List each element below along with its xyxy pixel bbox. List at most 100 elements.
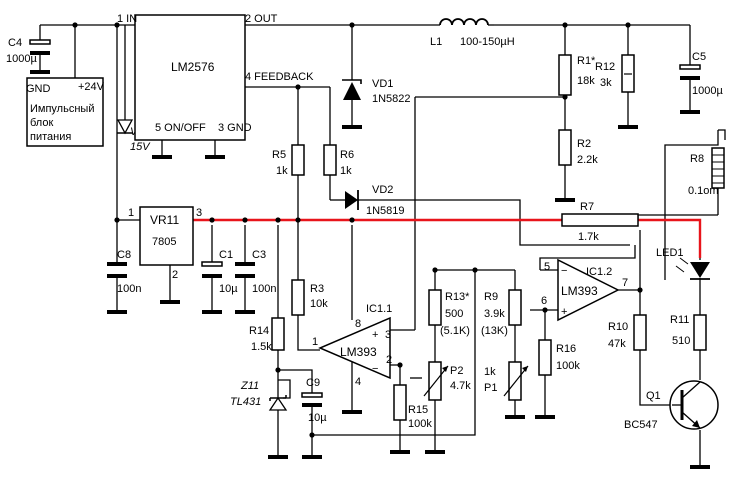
ground-icon — [342, 125, 362, 129]
resistor-coil-icon — [712, 154, 724, 184]
junction-dot — [275, 217, 281, 223]
ground-icon — [680, 110, 700, 114]
wire-ic12-out — [618, 289, 641, 315]
junction-dot — [242, 217, 248, 223]
r11-value: 510 — [672, 335, 690, 347]
ic11-pin2: 2 — [386, 354, 392, 366]
z11-label: Z11 — [240, 380, 259, 392]
resistor-body-icon — [538, 339, 552, 376]
psu-24v-label: +24V — [78, 81, 105, 93]
pin-onoff-label: 5 ON/OFF — [155, 122, 206, 134]
ic11-pin8: 8 — [355, 318, 361, 330]
resistor-body-icon — [558, 129, 572, 166]
pin-gnd-label: 3 GND — [218, 122, 252, 134]
vr11-label: VR11 — [150, 213, 179, 227]
c5-value: 1000µ — [692, 85, 723, 97]
opamp-triangle-icon — [318, 316, 391, 380]
potentiometer-p1: 1k P1 — [484, 361, 529, 401]
ground-icon — [30, 70, 50, 74]
psu-line-2: блок — [30, 117, 53, 129]
r15-label: R15 — [408, 404, 428, 416]
junction-dot — [295, 217, 301, 223]
l1-label: L1 — [430, 36, 442, 48]
resistor-r7: R7 1.7k — [561, 201, 639, 243]
ground-icon — [618, 125, 638, 129]
wire-p2-bus — [312, 269, 515, 436]
ground-icon — [535, 415, 555, 419]
junctions — [72, 22, 643, 438]
r15-value: 100k — [408, 418, 432, 430]
resistor-body-icon — [323, 144, 337, 176]
capacitor-plate-icon — [30, 51, 50, 55]
vd2-label: VD2 — [372, 184, 393, 196]
pin-feedback-label: 4 FEEDBACK — [245, 71, 314, 83]
junction-dot — [542, 307, 548, 313]
resistor-body-icon — [508, 361, 522, 401]
resistor-body-icon — [291, 144, 305, 176]
vd2-value: 1N5819 — [366, 205, 405, 217]
ground-icon — [235, 310, 255, 314]
junction-dot — [637, 287, 643, 293]
ic11-pin3: 3 — [385, 329, 391, 341]
q1-label: Q1 — [646, 390, 661, 402]
r1-label: R1* — [577, 55, 596, 67]
regulator-vr11: VR11 7805 1 3 2 — [128, 206, 202, 281]
c5-label: C5 — [692, 51, 706, 63]
p2-value: 4.7k — [450, 380, 471, 392]
ic11-pin1: 1 — [312, 336, 318, 348]
l1-value: 100-150µH — [460, 36, 515, 48]
ic12-pin6: 6 — [541, 295, 547, 307]
c4-label: C4 — [8, 37, 22, 49]
capacitor-plate-icon — [201, 261, 223, 267]
c1-value: 10µ — [219, 283, 238, 295]
resistor-body-icon — [428, 361, 442, 401]
resistor-body-icon — [558, 54, 572, 96]
capacitor-c5: C5 1000µ — [679, 51, 723, 97]
capacitor-c1: C1 10µ — [201, 249, 238, 295]
shunt-regulator-z11: Z11 TL431 — [230, 380, 288, 411]
plus5v-rail — [193, 218, 702, 258]
diode-triangle-icon — [343, 82, 361, 100]
resistor-r6: R6 1k — [323, 144, 354, 177]
c3-label: C3 — [252, 249, 266, 261]
ground-icon — [425, 450, 445, 454]
capacitor-plate-icon — [202, 274, 222, 278]
r6-label: R6 — [340, 149, 354, 161]
c3-value: 100n — [252, 283, 276, 295]
r16-value: 100k — [556, 360, 580, 372]
capacitor-plate-icon — [107, 262, 127, 266]
led-triangle-icon — [690, 262, 710, 278]
resistor-body-icon — [291, 279, 305, 316]
ground-icon — [152, 155, 172, 159]
lm2576-box — [134, 14, 246, 141]
resistor-body-icon — [393, 384, 407, 421]
r9-label: R9 — [484, 291, 498, 303]
ground-icon — [107, 310, 127, 314]
ground-icon — [555, 198, 575, 202]
ic11-chip-label: LM393 — [340, 345, 377, 359]
inductor-coil-icon — [439, 18, 489, 26]
ground-icon — [202, 310, 222, 314]
ground-icon — [690, 465, 710, 469]
r10-label: R10 — [608, 321, 628, 333]
pin-out-label: 2 OUT — [245, 13, 278, 25]
r14-label: R14 — [249, 325, 269, 337]
c1-label: C1 — [219, 249, 233, 261]
led-rays-icon — [675, 257, 689, 273]
capacitor-plate-icon — [680, 76, 700, 80]
junction-dot — [72, 22, 78, 28]
zener-triangle-icon — [268, 396, 288, 411]
junction-dot — [349, 22, 355, 28]
resistor-r2: R2 2.2k — [558, 129, 598, 166]
p2-label: P2 — [450, 365, 463, 377]
ground-icon — [160, 300, 180, 304]
resistor-body-icon — [508, 289, 522, 326]
r12-label: R12 — [595, 61, 615, 73]
resistor-r3: R3 10k — [291, 279, 328, 316]
diode-vd1: VD1 1N5822 — [342, 78, 411, 105]
c4-value: 1000µ — [6, 53, 37, 65]
resistor-r8: R8 0.1om — [688, 147, 725, 197]
capacitor-c3: C3 100n — [235, 249, 276, 295]
resistor-r15: R15 100k — [393, 384, 432, 430]
trimmer-arrow-icon — [423, 365, 449, 397]
